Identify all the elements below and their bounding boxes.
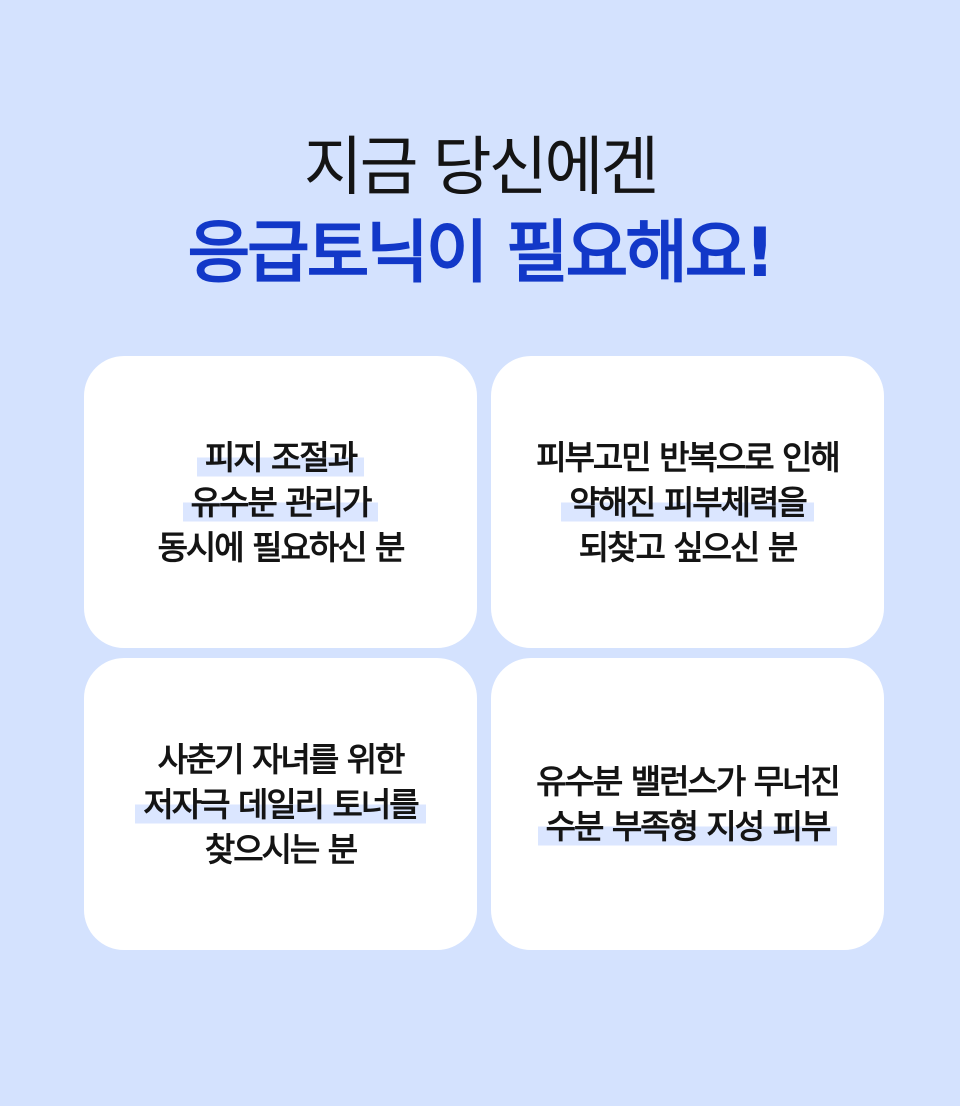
card-line: 수분 부족형 지성 피부 — [537, 804, 838, 849]
card-skin-strength: 피부고민 반복으로 인해 약해진 피부체력을 되찾고 싶으신 분 — [491, 356, 884, 648]
headline-line-2: 응급토닉이 필요해요! — [187, 214, 776, 293]
card-line: 되찾고 싶으신 분 — [578, 527, 798, 567]
card-line: 사춘기 자녀를 위한 — [157, 739, 406, 779]
headline: 지금 당신에겐 응급토닉이 필요해요! — [0, 122, 960, 294]
card-oil-control: 피지 조절과 유수분 관리가 동시에 필요하신 분 — [84, 356, 477, 648]
card-teen-toner: 사춘기 자녀를 위한 저자극 데일리 토너를 찾으시는 분 — [84, 658, 477, 950]
card-oily-dehydrated: 유수분 밸런스가 무너진 수분 부족형 지성 피부 — [491, 658, 884, 950]
card-line: 약해진 피부체력을 — [561, 479, 814, 525]
card-line: 피부고민 반복으로 인해 — [536, 437, 841, 477]
card-line: 유수분 밸런스가 무너진 — [536, 762, 841, 801]
card-line: 피지 조절과 — [196, 434, 365, 480]
card-line: 찾으시는 분 — [204, 829, 358, 869]
headline-line-1: 지금 당신에겐 — [303, 131, 660, 205]
card-line: 유수분 관리가 — [182, 479, 379, 525]
card-line: 저자극 데일리 토너를 — [135, 781, 426, 827]
card-line: 동시에 필요하신 분 — [157, 527, 406, 567]
